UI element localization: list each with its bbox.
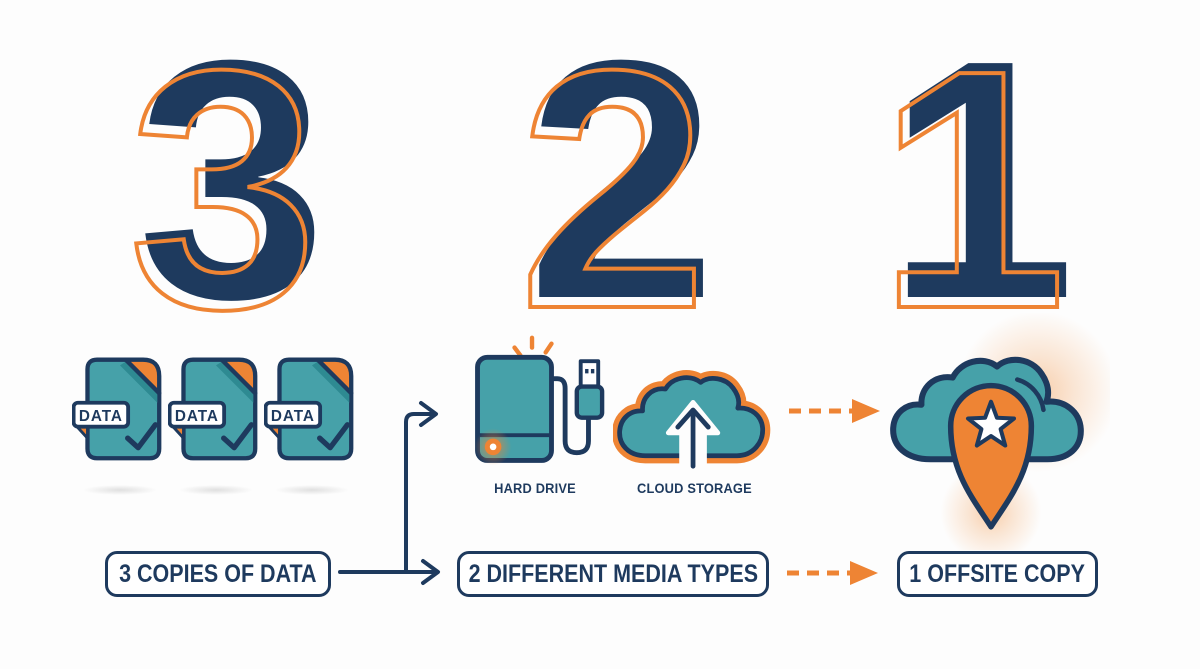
data-tag xyxy=(264,400,323,429)
data-tag xyxy=(168,400,227,429)
big-number-3-outline: 3 xyxy=(126,0,319,380)
cloud-upload-icon xyxy=(613,370,771,473)
checkmark-icon xyxy=(125,422,159,451)
fold-shadow xyxy=(312,361,350,403)
data-file-3: DATA xyxy=(264,353,360,495)
cloud-storage-label: CLOUD STORAGE xyxy=(636,481,752,496)
fold-shadow xyxy=(216,361,254,403)
data-tag-label: DATA xyxy=(79,408,123,425)
big-number-2-fill: 2 xyxy=(527,0,717,370)
data-file-icon: DATA xyxy=(168,357,258,461)
dashed-arrowhead xyxy=(850,561,878,585)
checkmark-icon xyxy=(317,422,351,451)
folded-corner xyxy=(219,357,258,396)
arrowhead-to-hard-drive xyxy=(419,401,438,427)
big-number-1-fill: 1 xyxy=(886,0,1076,370)
big-number-3-fill: 3 xyxy=(137,0,327,370)
big-number-3: 3 3 xyxy=(82,10,382,362)
data-copies-group: DATA DATA DATA xyxy=(72,353,360,495)
upload-arrow-icon xyxy=(675,407,711,469)
cloud-detail-line xyxy=(1014,377,1046,413)
caption-2-different-media-types: 2 DIFFERENT MEDIA TYPES xyxy=(457,551,769,597)
big-number-2: 2 2 xyxy=(472,10,772,362)
caption-1-offsite-copy: 1 OFFSITE COPY xyxy=(897,551,1098,597)
data-tag-label: DATA xyxy=(271,408,315,425)
folded-corner xyxy=(123,357,162,396)
data-file-1: DATA xyxy=(72,353,168,495)
file-shadow xyxy=(83,485,157,495)
usb-plug-icon xyxy=(574,359,605,420)
hard-drive-label: HARD DRIVE xyxy=(494,481,576,496)
usb-cable xyxy=(549,376,591,456)
spark-lines-icon xyxy=(512,335,554,358)
checkmark-icon xyxy=(221,422,255,451)
big-number-1-outline: 1 xyxy=(875,0,1068,380)
file-shadow xyxy=(179,485,253,495)
data-file-icon: DATA xyxy=(264,357,354,461)
connector-line-vertical xyxy=(404,412,434,574)
big-number-2-outline: 2 xyxy=(516,0,709,380)
data-file-icon: DATA xyxy=(72,357,162,461)
data-tag xyxy=(72,400,131,429)
offsite-cloud-icon xyxy=(890,313,1110,550)
folded-corner xyxy=(315,357,354,396)
hard-drive-icon xyxy=(466,335,605,474)
star-icon xyxy=(966,399,1017,448)
data-file-2: DATA xyxy=(168,353,264,495)
big-number-1: 1 1 xyxy=(831,10,1131,362)
arrowhead-to-media-box xyxy=(421,559,440,585)
fold-shadow xyxy=(120,361,158,403)
data-tag-label: DATA xyxy=(175,408,219,425)
caption-3-copies-of-data: 3 COPIES OF DATA xyxy=(105,551,331,597)
file-shadow xyxy=(275,485,349,495)
